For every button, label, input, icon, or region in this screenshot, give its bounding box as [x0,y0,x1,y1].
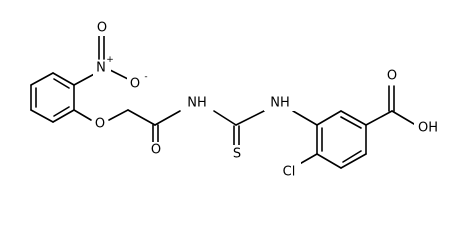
bond-ring1-f [30,72,54,86]
bond-nh-ring2 [292,110,318,126]
bond-thiocarbon-nh [235,110,265,126]
bond-ring1-inner-2 [53,106,70,117]
bond-ring2-inner-3 [340,116,362,129]
bond-ring1-d [30,109,54,123]
bond-c-ether-o [73,109,92,121]
bond-ring2-c [340,153,367,169]
thio-s-label: S [233,147,241,162]
bond-ring2-inner-2 [342,150,362,163]
nitro-n-charge: + [106,55,114,65]
atom-labels: N + O O - O O NH NH S Cl O OH [92,20,442,180]
nh-right-label: NH [270,96,290,111]
bond-ring1-a [52,72,75,86]
acid-o-label: O [387,69,397,84]
acid-oh-label: OH [418,121,438,136]
ether-o-label: O [95,117,105,132]
bond-ring2-f [316,110,342,126]
bond-ring2-cooh [365,110,393,126]
molecule-diagram: N + O O - O O NH NH S Cl O OH [30,20,442,180]
bond-ch2-carbonyl [127,109,156,126]
bond-ether-o-ch2 [108,109,129,121]
nitro-n-label: N [96,61,106,76]
chloro-label: Cl [283,165,296,180]
nitro-o-up-label: O [97,21,107,36]
nh-left-label: NH [187,96,207,111]
amide-o-label: O [151,143,161,158]
bond-ring2-b [316,153,342,169]
bond-ring1-c [52,109,75,123]
bond-n-o-right [109,69,129,80]
bond-ring2-e [340,110,367,126]
nitro-o-right-label: O [130,77,140,92]
bond-carbonyl-nh [154,110,181,126]
bond-c-oh [391,110,415,125]
bonds [30,33,415,169]
structure-canvas: N + O O - O O NH NH S Cl O OH [30,20,442,180]
bond-ring1-inner-1 [53,78,70,89]
bond-nh-thiocarbon [213,110,237,126]
nitro-o-right-charge: - [144,72,147,82]
